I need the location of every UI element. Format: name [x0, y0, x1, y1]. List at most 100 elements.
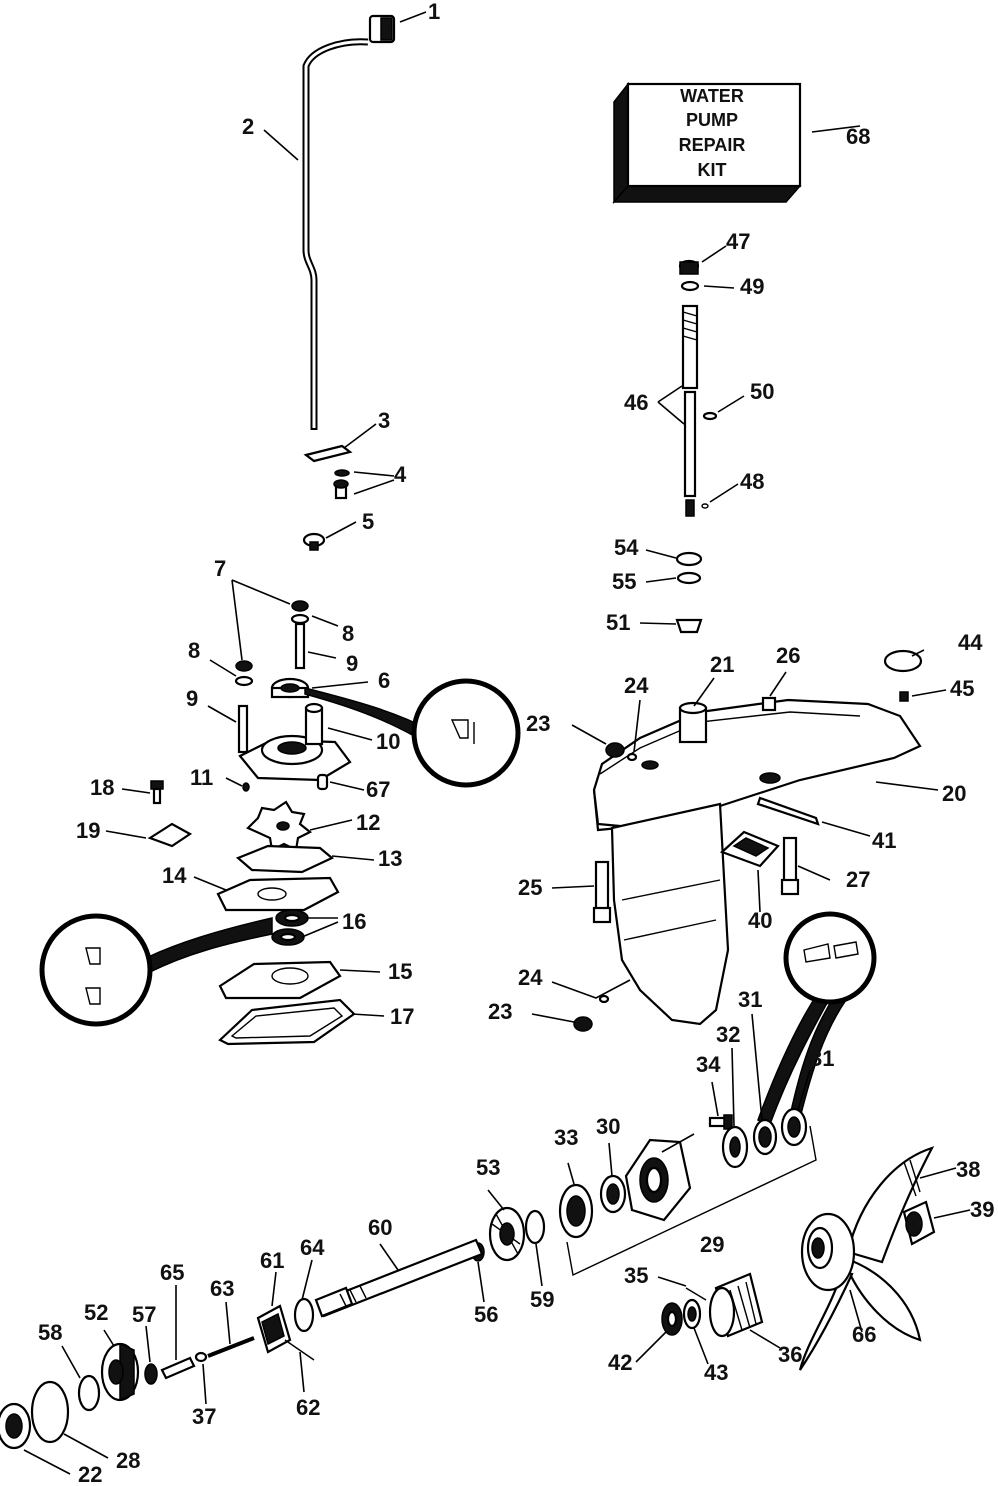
- callout-63: 63: [210, 1276, 234, 1301]
- part-screw-27: [780, 836, 800, 896]
- part-o-ring-28: [30, 1380, 70, 1444]
- part-driveshaft-washer: [680, 280, 700, 292]
- callout-24b: 24: [518, 965, 543, 990]
- part-driveshaft-nut: [678, 259, 700, 275]
- part-nut-42: [661, 1302, 683, 1336]
- part-impeller-plate: [218, 960, 342, 1000]
- callout-29: 29: [700, 1232, 724, 1257]
- callout-39: 39: [970, 1197, 994, 1222]
- part-shift-rod-core: [304, 40, 369, 428]
- part-seals-31: [752, 1107, 808, 1156]
- callout-30: 30: [596, 1114, 620, 1139]
- callout-19: 19: [76, 818, 100, 843]
- callout-11: 11: [190, 765, 213, 790]
- callout-42: 42: [608, 1350, 632, 1375]
- callout-6: 6: [378, 668, 390, 693]
- part-shim-54: [675, 551, 703, 567]
- callout-46: 46: [624, 390, 648, 415]
- part-water-tube-sleeve: [678, 701, 708, 744]
- callout-34: 34: [696, 1052, 721, 1077]
- part-propeller: [798, 1146, 935, 1371]
- part-bearing-22: [0, 1402, 32, 1450]
- callout-65: 65: [160, 1260, 184, 1285]
- callout-38: 38: [956, 1157, 980, 1182]
- callout-23a: 23: [526, 711, 550, 736]
- callout-31b: 31: [810, 1046, 834, 1071]
- part-plunger-65: [160, 1356, 196, 1380]
- callout-61: 61: [260, 1248, 284, 1273]
- callout-5: 5: [362, 509, 374, 534]
- callout-35: 35: [624, 1263, 648, 1288]
- leader-lines: [23, 11, 971, 1475]
- part-pump-gasket: [216, 876, 340, 912]
- part-driveshaft: [681, 304, 699, 517]
- callout-8a: 8: [342, 621, 354, 646]
- part-pin-62: [284, 1339, 315, 1361]
- part-screw-18: [150, 780, 164, 805]
- callout-41: 41: [872, 828, 896, 853]
- callout-22: 22: [78, 1462, 102, 1486]
- callout-24a: 24: [624, 673, 649, 698]
- part-reverse-gear: [100, 1342, 140, 1402]
- callout-54: 54: [614, 535, 639, 560]
- part-plug-23-upper: [605, 742, 625, 758]
- callout-48: 48: [740, 469, 764, 494]
- callout-17: 17: [390, 1004, 414, 1029]
- part-grommet-26: [761, 696, 777, 712]
- callout-67: 67: [366, 777, 390, 802]
- callout-1: 1: [428, 0, 440, 24]
- callout-12: 12: [356, 810, 380, 835]
- part-screw-41: [756, 796, 820, 826]
- callout-55: 55: [612, 569, 636, 594]
- part-screw-34: [708, 1114, 733, 1130]
- part-o-ring-64: [293, 1297, 315, 1333]
- callout-58: 58: [38, 1320, 62, 1345]
- part-washer-57: [144, 1363, 158, 1385]
- kit-box-text: WATER PUMP REPAIR KIT: [679, 86, 746, 180]
- callout-28: 28: [116, 1448, 140, 1473]
- parts-drawings: [0, 14, 936, 1450]
- kit-line-2: PUMP: [686, 110, 738, 130]
- part-driveshaft-clip: [702, 411, 718, 421]
- callout-32: 32: [716, 1022, 740, 1047]
- part-o-ring-small: [242, 782, 250, 792]
- part-seals-pair: [271, 909, 309, 946]
- part-nuts-and-washers: [234, 600, 310, 754]
- callout-51: 51: [606, 610, 630, 635]
- part-spring-63: [207, 1336, 255, 1358]
- callout-23b: 23: [488, 999, 512, 1024]
- detail-inset-upper: [304, 678, 521, 788]
- part-ball-37: [194, 1351, 208, 1363]
- callout-47: 47: [726, 229, 750, 254]
- part-bearing-30: [599, 1174, 627, 1214]
- callout-40: 40: [748, 908, 772, 933]
- callout-44: 44: [958, 630, 983, 655]
- water-pump-repair-kit-box: [612, 81, 802, 204]
- part-thrust-hub: [708, 1272, 764, 1338]
- callout-53: 53: [476, 1155, 500, 1180]
- part-pin-35: [685, 1287, 707, 1301]
- callout-20: 20: [942, 781, 966, 806]
- part-trim-tab-40: [719, 830, 780, 868]
- callout-15: 15: [388, 959, 412, 984]
- callout-7: 7: [214, 556, 226, 581]
- part-shim-55: [676, 571, 702, 585]
- callout-56: 56: [474, 1302, 498, 1327]
- callout-18: 18: [90, 775, 114, 800]
- part-gearcase: [592, 698, 922, 1026]
- callout-59: 59: [530, 1287, 554, 1312]
- part-pump-seal: [270, 677, 310, 699]
- part-screw-45: [899, 691, 909, 702]
- assembly-bracket-29: [566, 1125, 817, 1277]
- callout-60: 60: [368, 1215, 392, 1240]
- part-plug-23-lower: [573, 1016, 593, 1032]
- part-prop-nut: [902, 1200, 936, 1246]
- callout-25: 25: [518, 875, 542, 900]
- part-bracket-plate: [147, 822, 193, 848]
- callout-26: 26: [776, 643, 800, 668]
- callout-49: 49: [740, 274, 764, 299]
- callout-37: 37: [192, 1404, 216, 1429]
- part-pump-housing: [238, 702, 352, 782]
- part-clutch-dog: [256, 1304, 292, 1354]
- part-callout-labels: 1 2 3 4 5 6 7 8 8 9 9 10 11 12 13 14 15 …: [38, 0, 994, 1486]
